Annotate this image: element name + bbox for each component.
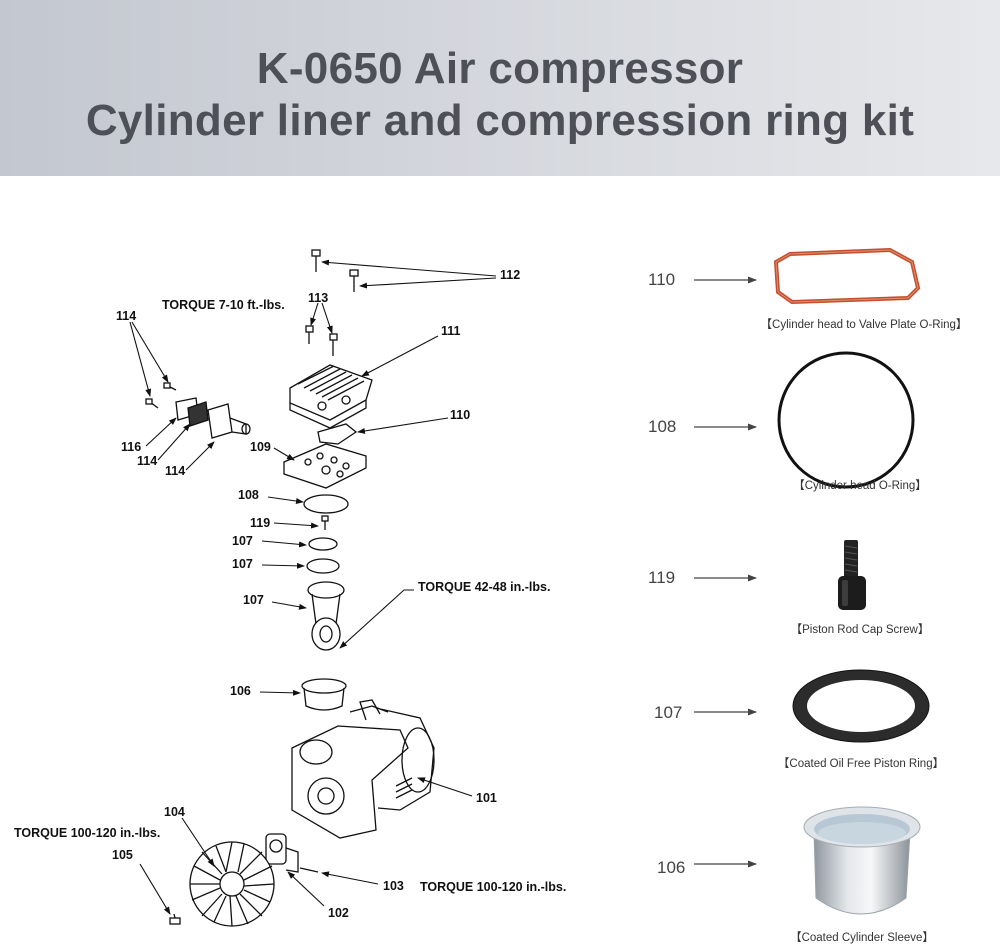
o-ring-108-image bbox=[777, 351, 915, 489]
piston-ring-107 bbox=[306, 558, 340, 574]
kit-arrows bbox=[694, 276, 757, 868]
label-torque-103: TORQUE 100-120 in.-lbs. bbox=[420, 880, 567, 894]
label-114-a: 114 bbox=[137, 454, 158, 468]
label-101: 101 bbox=[476, 791, 497, 805]
label-114-top: 114 bbox=[116, 309, 137, 323]
sleeve-106-diagram bbox=[301, 678, 347, 711]
o-ring-110-highlight bbox=[775, 249, 919, 303]
kit-part-number-107: 107 bbox=[654, 703, 683, 722]
kit-part-caption-106: 【Coated Cylinder Sleeve】 bbox=[790, 932, 934, 944]
bolt-114-a bbox=[145, 398, 159, 409]
label-116: 116 bbox=[121, 440, 142, 454]
fan-104 bbox=[189, 841, 275, 927]
o-ring-110-image bbox=[773, 247, 921, 305]
label-103: 103 bbox=[383, 879, 404, 893]
label-torque-113: TORQUE 7-10 ft.-lbs. bbox=[162, 298, 285, 312]
label-107-b: 107 bbox=[232, 557, 253, 571]
piston-cap-107 bbox=[308, 537, 338, 551]
bolt-113-right bbox=[329, 333, 338, 356]
label-107-a: 107 bbox=[232, 534, 253, 548]
label-105: 105 bbox=[112, 848, 133, 862]
leader-lines bbox=[129, 259, 497, 915]
diagram-parts bbox=[145, 249, 435, 927]
title-banner: K-0650 Air compressor Cylinder liner and… bbox=[0, 0, 1000, 176]
kit-part-number-110: 110 bbox=[648, 270, 676, 289]
bolt-112-top bbox=[311, 249, 321, 272]
label-109: 109 bbox=[250, 440, 271, 454]
kit-part-number-106: 106 bbox=[657, 858, 686, 877]
kit-part-caption-108: 【Cylinder head O-Ring】 bbox=[793, 480, 927, 492]
valve-body-114 bbox=[207, 403, 251, 439]
kit-part-caption-107: 【Coated Oil Free Piston Ring】 bbox=[777, 758, 945, 770]
connecting-rod-107 bbox=[307, 581, 345, 651]
bolt-114-b bbox=[163, 382, 177, 391]
label-106: 106 bbox=[230, 684, 251, 698]
label-112: 112 bbox=[500, 268, 521, 282]
screw-119 bbox=[321, 515, 329, 530]
bolt-113-left bbox=[305, 325, 314, 344]
screw-103 bbox=[299, 867, 319, 873]
title-line-1: K-0650 Air compressor bbox=[256, 44, 744, 93]
kit-part-caption-110: 【Cylinder head to Valve Plate O-Ring】 bbox=[760, 319, 968, 331]
piston-ring-107-image bbox=[792, 669, 930, 743]
label-110: 110 bbox=[450, 408, 471, 422]
kit-part-number-119: 119 bbox=[648, 568, 676, 587]
label-113: 113 bbox=[308, 291, 329, 305]
label-119: 119 bbox=[250, 516, 271, 530]
bolt-112-bottom bbox=[349, 269, 359, 292]
label-108: 108 bbox=[238, 488, 259, 502]
o-ring-108 bbox=[303, 494, 349, 514]
label-104: 104 bbox=[164, 805, 185, 819]
title-line-2: Cylinder liner and compression ring kit bbox=[85, 96, 915, 145]
crankcase-101 bbox=[291, 699, 435, 839]
label-102: 102 bbox=[328, 906, 349, 920]
valve-plate-109 bbox=[283, 443, 367, 489]
label-torque-107: TORQUE 42-48 in.-lbs. bbox=[418, 580, 551, 594]
label-111: 111 bbox=[441, 324, 461, 338]
o-ring-110 bbox=[317, 423, 358, 445]
kit-part-caption-119: 【Piston Rod Cap Screw】 bbox=[790, 624, 930, 636]
kit-part-images bbox=[773, 247, 930, 915]
gasket-114 bbox=[187, 401, 209, 427]
label-107-c: 107 bbox=[243, 593, 264, 607]
label-torque-105: TORQUE 100-120 in.-lbs. bbox=[14, 826, 161, 840]
bolt-105 bbox=[169, 913, 181, 925]
kit-part-number-108: 108 bbox=[648, 417, 677, 436]
cylinder-sleeve-106-image bbox=[803, 806, 921, 915]
eccentric-102 bbox=[265, 833, 299, 873]
cylinder-head-111 bbox=[289, 364, 373, 429]
screw-119-image bbox=[838, 540, 866, 610]
label-114-b: 114 bbox=[165, 464, 186, 478]
